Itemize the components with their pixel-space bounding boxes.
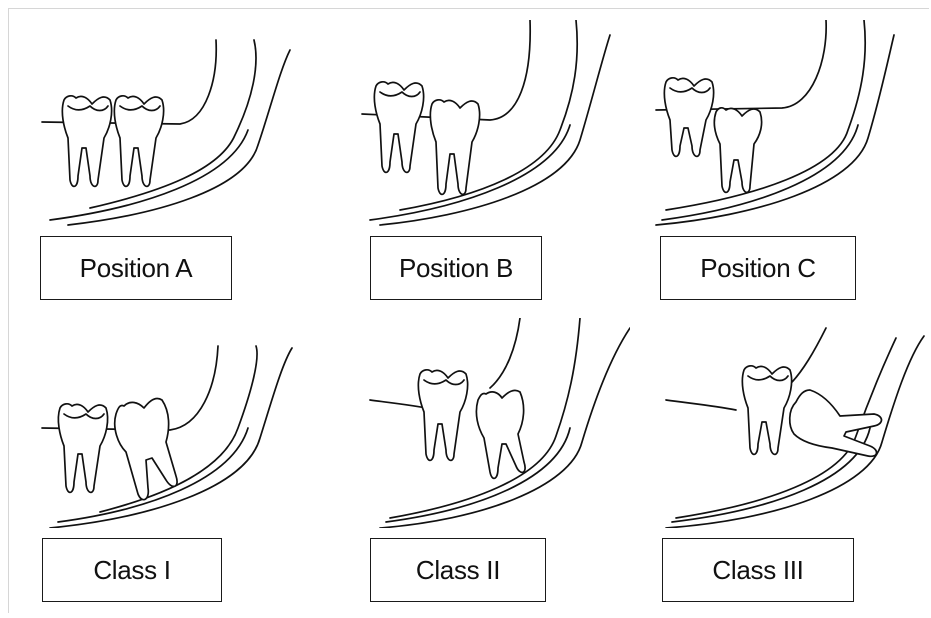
label-class-1: Class I bbox=[42, 538, 222, 602]
jaw-illustration-class-1 bbox=[20, 318, 310, 528]
panel-class-2: Class II bbox=[340, 318, 630, 618]
jaw-illustration-position-c bbox=[636, 20, 926, 230]
label-class-3: Class III bbox=[662, 538, 854, 602]
jaw-illustration-position-a bbox=[20, 20, 310, 230]
panel-position-c: Position C bbox=[636, 20, 926, 320]
panel-position-a: Position A bbox=[20, 20, 310, 320]
jaw-illustration-position-b bbox=[340, 20, 630, 230]
label-class-2: Class II bbox=[370, 538, 546, 602]
occlusal-line bbox=[666, 400, 736, 410]
label-position-a: Position A bbox=[40, 236, 232, 300]
jaw-illustration-class-2 bbox=[340, 318, 630, 528]
panel-position-b: Position B bbox=[340, 20, 630, 320]
label-position-b: Position B bbox=[370, 236, 542, 300]
panel-class-3: Class III bbox=[636, 318, 926, 618]
label-position-c: Position C bbox=[660, 236, 856, 300]
jaw-illustration-class-3 bbox=[636, 318, 926, 528]
panel-class-1: Class I bbox=[20, 318, 310, 618]
